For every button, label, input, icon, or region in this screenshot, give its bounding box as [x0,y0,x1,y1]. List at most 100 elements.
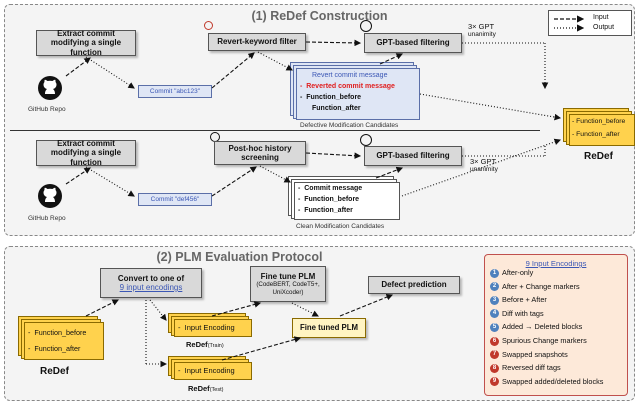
commit-tag-1: Commit "abc123" [138,85,212,98]
encoding-number-icon: 8 [490,363,499,373]
test-label-sub: (Test) [209,387,224,393]
fine-tuned-plm-box: Fine tuned PLM [292,318,366,338]
github-logo-icon [38,184,62,208]
redef-output-label: ReDef [584,151,613,162]
input-encodings-panel: 9 Input Encodings [484,254,628,396]
redef-in-line-2-text: Function_after [34,344,81,353]
test-encoding-label: Input Encoding [184,366,235,375]
revert-icon [204,21,213,30]
defective-card-front [296,68,420,120]
gpt-note-1a: 3× GPT [468,22,495,31]
train-encoding-text: - Input Encoding [178,323,235,332]
legend-input-label: Input [593,14,609,21]
encoding-label: Reversed diff tags [502,363,561,373]
encoding-number-icon: 1 [490,268,499,278]
clean-line-1-text: Commit message [304,185,363,192]
encoding-label: After-only [502,268,534,277]
row-divider [10,130,540,131]
extract-commit-box-1: Extract commit modifying a single functi… [36,29,136,57]
defective-line-1: Revert commit message [312,72,388,79]
encoding-number-icon: 7 [490,350,499,360]
train-encoding-label: Input Encoding [184,323,235,332]
gpt-filter-box-1: GPT-based filtering [364,33,462,53]
redef-out-line-2: - Function_after [572,131,620,138]
clean-caption: Clean Modification Candidates [296,223,385,230]
train-label-main: ReDef [186,340,208,349]
extract-commit-box-2: Extract commit modifying a single functi… [36,139,136,167]
encoding-label: Swapped snapshots [502,349,568,359]
defect-prediction-box: Defect prediction [368,276,460,294]
gpt-filter-box-2: GPT-based filtering [364,146,462,166]
legend-lines [554,15,585,32]
defective-line-4: Function_after [312,105,361,112]
post-hoc-screening-box: Post-hoc history screening [214,141,306,165]
encoding-number-icon: 6 [490,336,499,346]
defective-line-2-text: Reverted commit message [306,83,395,90]
train-label-sub: (Train) [207,343,224,349]
panel-title: (2) PLM Evaluation Protocol [156,250,323,264]
encoding-number-icon: 2 [490,282,499,292]
redef-out-line-1-text: Function_before [576,118,626,125]
defective-line-2: - Reverted commit message [300,83,395,90]
finetune-models: (CodeBERT, CodeT5+, UniXcoder) [256,281,320,296]
convert-line-1: Convert to one of [117,273,185,283]
redef-input-label: ReDef [40,366,69,377]
train-card-front [174,319,252,337]
encoding-number-icon: 4 [490,309,499,319]
legend: Input Output [548,10,632,36]
redef-in-line-1-text: Function_before [34,328,87,337]
convert-encodings-box: Convert to one of 9 input encodings [100,268,202,298]
bottom-arrows [85,293,394,368]
repo-label-2: GitHub Repo [28,215,66,222]
encoding-label: Diff with tags [502,308,544,318]
clean-line-1: - Commit message [298,185,363,192]
repo-label-1: GitHub Repo [28,106,66,113]
encoding-label: After + Change markers [502,281,580,291]
commit-tag-2: Commit "def456" [138,193,212,206]
defective-line-3-text: Function_before [306,94,362,101]
fine-tune-plm-box: Fine tune PLM (CodeBERT, CodeT5+, UniXco… [250,266,326,302]
encoding-label: Added → Deleted blocks [502,322,583,332]
clean-card-front [294,182,400,220]
defective-caption: Defective Modification Candidates [300,122,399,129]
test-encoding-text: - Input Encoding [178,366,235,375]
encoding-number-icon: 9 [490,377,499,387]
redef-out-line-1: - Function_before [572,118,626,125]
gpt-icon-1 [360,20,372,32]
encodings-title: 9 Input Encodings [525,259,587,268]
test-label: ReDef(Test) [188,384,223,393]
gpt-icon-2 [360,134,372,146]
clean-line-2: - Function_before [298,196,360,203]
gpt-note-2a: 3× GPT [470,157,497,166]
test-card-front [174,362,252,380]
clean-line-3-text: Function_after [304,207,353,214]
encoding-label: Swapped added/deleted blocks [502,376,604,386]
legend-output-label: Output [593,24,615,31]
clean-line-2-text: Function_before [304,196,360,203]
encoding-number-icon: 5 [490,322,499,332]
gpt-note-2b: unanimity [470,166,498,173]
encoding-number-icon: 3 [490,295,499,305]
revert-keyword-filter-box: Revert-keyword filter [208,33,306,51]
github-logo-icon [38,76,62,100]
convert-line-2: 9 input encodings [119,283,183,292]
redef-card-front [569,114,635,146]
encoding-label: Spurious Change markers [502,336,587,345]
top-arrows [65,39,562,197]
finetune-title: Fine tune PLM [260,272,316,282]
test-label-main: ReDef [188,384,210,393]
defective-line-3: - Function_before [300,94,362,101]
redef-in-line-1: - Function_before [28,328,87,337]
redef-in-card-front [24,322,104,360]
gpt-note-1b: unanimity [468,31,496,38]
clean-line-3: - Function_after [298,207,353,214]
redef-out-line-2-text: Function_after [576,131,620,138]
